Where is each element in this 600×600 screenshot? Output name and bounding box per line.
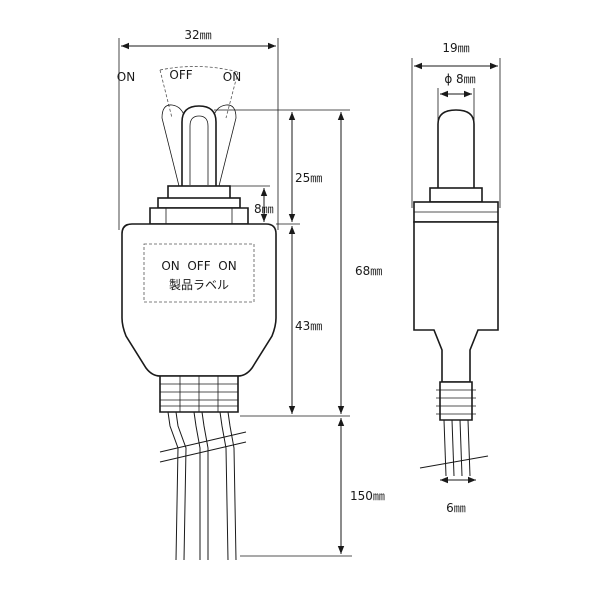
- cable-width-dimension: 6㎜: [440, 476, 476, 515]
- lead-length-dimension: 150㎜: [240, 418, 385, 557]
- cable-boot: [159, 375, 239, 413]
- side-body: [413, 221, 499, 383]
- lever-height-dimension: 25㎜: [214, 109, 322, 225]
- switch-body: [121, 223, 277, 377]
- total-height-dimension: 68㎜: [300, 109, 382, 414]
- lever-height-label: 25㎜: [295, 171, 322, 185]
- width-dimension: 32㎜: [118, 28, 279, 230]
- side-width-label: 19㎜: [442, 41, 469, 55]
- lead-wires: [159, 411, 247, 561]
- bushing: [149, 185, 249, 225]
- side-lever: [437, 109, 475, 191]
- body-height-dimension: 43㎜: [240, 226, 350, 417]
- side-bushing: [429, 187, 483, 203]
- lever-throw-indicators: [159, 66, 239, 119]
- side-lead-wires: [419, 419, 489, 477]
- lever: [181, 105, 217, 191]
- lever-highlight: [189, 115, 209, 185]
- position-label-left: ON: [117, 70, 135, 84]
- lead-length-label: 150㎜: [350, 489, 385, 503]
- cable-width-label: 6㎜: [446, 501, 466, 515]
- side-cable-boot: [436, 381, 476, 421]
- lever-diameter-label: ϕ 8㎜: [444, 72, 475, 86]
- side-view: 19㎜ ϕ 8㎜: [411, 41, 501, 515]
- collar-height-dimension: 8㎜: [230, 185, 274, 222]
- position-label-center: OFF: [169, 68, 192, 82]
- body-height-label: 43㎜: [295, 319, 322, 333]
- product-label-positions: ON OFF ON: [161, 259, 236, 273]
- product-label-box: [143, 243, 255, 303]
- lever-diameter-dimension: ϕ 8㎜: [437, 72, 476, 120]
- front-view: 32㎜ ON OFF ON ON OFF ON: [117, 28, 385, 561]
- total-height-label: 68㎜: [355, 264, 382, 278]
- collar-height-label: 8㎜: [254, 202, 274, 216]
- position-label-right: ON: [223, 70, 241, 84]
- width-dimension-label: 32㎜: [184, 28, 211, 42]
- side-width-dimension: 19㎜: [411, 41, 501, 208]
- product-label-caption: 製品ラベル: [169, 278, 229, 292]
